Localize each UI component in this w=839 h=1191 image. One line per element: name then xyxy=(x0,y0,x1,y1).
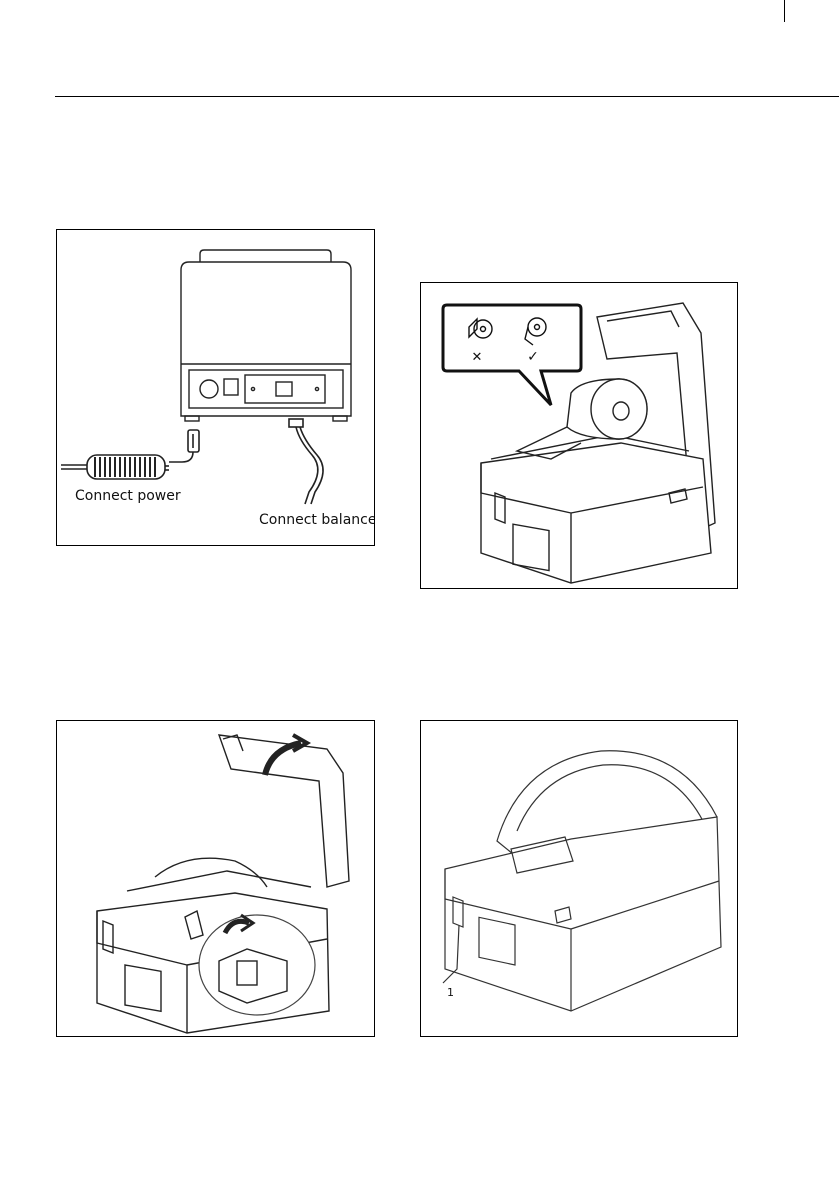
roll-orientation-callout: ✕ ✓ xyxy=(443,305,581,405)
figure-connections: Connect power Connect balance xyxy=(56,229,375,546)
balance-cable xyxy=(289,419,323,504)
closed-printer-illustration: 1 xyxy=(421,721,737,1036)
figure-paper-roll: ✕ ✓ xyxy=(420,282,738,589)
crop-mark xyxy=(784,0,785,22)
open-cover-illustration xyxy=(57,721,374,1036)
figure-open-cover xyxy=(56,720,375,1037)
callout-1: 1 xyxy=(447,986,454,999)
figure-closed-printer: 1 xyxy=(420,720,738,1037)
connect-power-label: Connect power xyxy=(75,488,181,504)
lever-detail-inset xyxy=(199,915,315,1015)
paper-roll-illustration: ✕ ✓ xyxy=(421,283,737,588)
connect-balance-label: Connect balance xyxy=(259,512,374,528)
printer-rear-illustration: Connect power Connect balance xyxy=(57,230,374,545)
wrong-mark: ✕ xyxy=(472,350,483,365)
right-mark: ✓ xyxy=(527,349,539,365)
power-adapter xyxy=(87,455,165,479)
header-rule xyxy=(55,96,839,97)
